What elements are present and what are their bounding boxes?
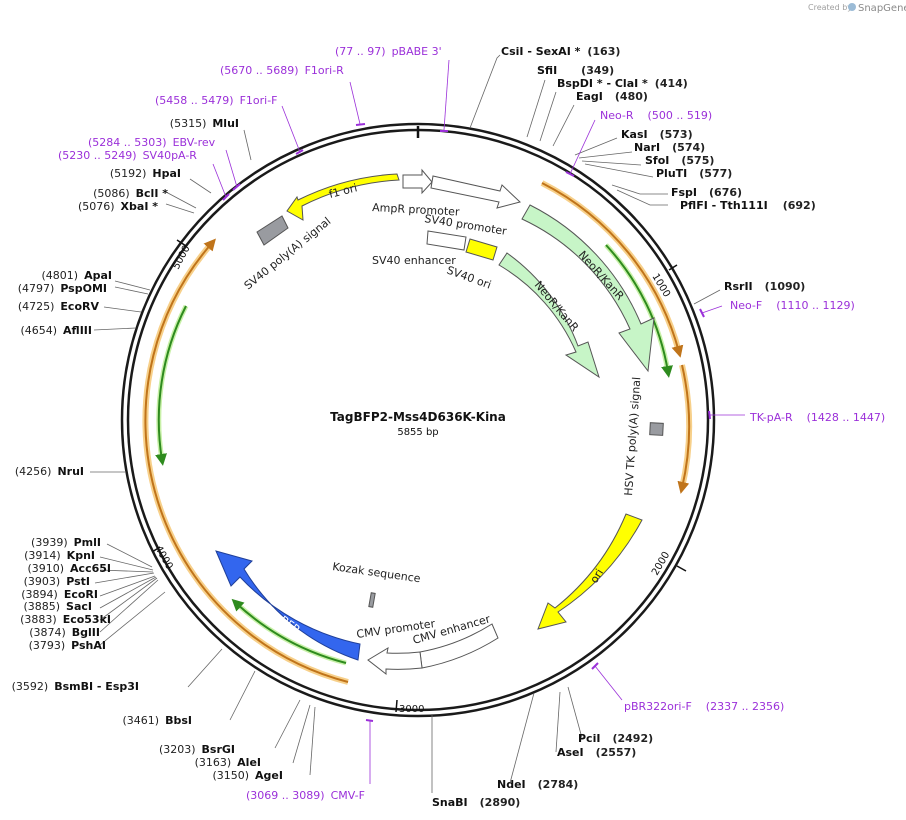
orf-arcs [142,180,693,685]
enzyme-psti: (3903)PstI [24,575,90,588]
enzyme-pshai: (3793)PshAI [29,639,106,652]
orf-neor-outer [541,182,684,358]
ori-label: ori [588,567,607,586]
enzyme-ndei: NdeI(2784) [497,778,578,791]
enzyme-agei: (3150)AgeI [212,769,283,782]
snapgene-brand-label: SnapGene [858,3,906,14]
feature-ampr-promoter: AmpR promoter [372,168,521,219]
neor-inner-label: NeoR/KanR [532,279,582,335]
primer-f1ori-f: (5458 .. 5479)F1ori-F [155,94,278,107]
enzyme-pmli: (3939)PmlI [31,536,101,549]
svg-text:3000: 3000 [399,704,424,715]
svg-text:5000: 5000 [171,244,193,272]
enzyme-bsmbi: (3592)BsmBI - Esp3I [12,680,139,693]
feature-kozak: Kozak sequence [332,560,422,608]
enzyme-bcli: (5086)BclI * [93,187,168,200]
snapgene-logo: SnapGene [848,3,906,14]
orf-tagbfp-inner [231,598,347,664]
primer-tk-pa-r: TK-pA-R(1428 .. 1447) [749,411,885,424]
primer-pbabe-3: (77 .. 97)pBABE 3' [335,45,442,58]
enzyme-eagi: EagI(480) [576,90,648,103]
enzyme-bglii: (3874)BglII [29,626,100,639]
sv40-enhancer-label: SV40 enhancer [372,254,456,267]
enzyme-nrui: (4256)NruI [15,465,84,478]
enzyme-saci: (3885)SacI [23,600,92,613]
feature-sv40-enhancer: SV40 enhancer [372,230,467,267]
enzyme-bsrgi: (3203)BsrGI [159,743,235,756]
orf-left-outer [144,238,349,683]
orf-left-outer-glow [142,241,349,685]
enzyme-ecori: (3894)EcoRI [21,588,98,601]
hsv-tk-polya-label: HSV TK poly(A) signal [622,376,643,496]
plasmid-size: 5855 bp [397,427,438,438]
enzyme-eco53ki: (3883)Eco53kI [20,613,111,626]
enzyme-labels-right: CsiI - SexAI *(163) SfiI(349) BspDI * - … [432,45,816,809]
feature-f1-ori: f1 ori [286,173,400,221]
enzyme-hpai: (5192)HpaI [110,167,181,180]
enzyme-kpni: (3914)KpnI [24,549,95,562]
enzyme-pcii: PciI(2492) [578,732,653,745]
primer-labels: (77 .. 97)pBABE 3' (5670 .. 5689)F1ori-R… [58,45,885,802]
enzyme-kasi: KasI(573) [621,128,693,141]
enzyme-fspi: FspI(676) [671,186,742,199]
feature-neor-inner: NeoR/KanR [498,252,600,379]
enzyme-nari: NarI(574) [634,141,705,154]
tick-5000: 5000 [171,239,193,272]
primer-cmv-f: (3069 .. 3089)CMV-F [246,789,365,802]
sv40-ori-label: SV40 ori [445,264,493,292]
enzyme-ecorv: (4725)EcoRV [18,300,100,313]
kozak-label: Kozak sequence [332,560,422,585]
snapgene-logo-icon [848,3,856,11]
enzyme-pspomi: (4797)PspOMI [18,282,107,295]
enzyme-sfoi: SfoI(575) [645,154,714,167]
enzyme-labels-left: (5315)MluI (5192)HpaI (5086)BclI * (5076… [12,117,283,782]
feature-sv40-polya: SV40 poly(A) signal [242,215,334,293]
tick-3000: 3000 [395,699,424,715]
enzyme-sfii: SfiI(349) [537,64,614,77]
ampr-promoter-label: AmpR promoter [372,201,460,219]
primer-pbr322ori-f: pBR322ori-F(2337 .. 2356) [624,700,784,713]
enzyme-leader-lines [90,54,721,793]
created-by-label: Created by [808,3,852,12]
enzyme-mlui: (5315)MluI [170,117,239,130]
primer-ebv-rev: (5284 .. 5303)EBV-rev [88,136,216,149]
enzyme-rsrii: RsrII(1090) [724,280,805,293]
primer-neo-r: Neo-R(500 .. 519) [600,109,712,122]
feature-hsv-tk-polya: HSV TK poly(A) signal [622,376,664,496]
orf-left-inner [155,305,187,466]
primer-neo-f: Neo-F(1110 .. 1129) [730,299,855,312]
enzyme-afliii: (4654)AflIII [20,324,92,337]
plasmid-name: TagBFP2-Mss4D636K-Kina [330,410,506,424]
primer-sv40pa-r: (5230 .. 5249)SV40pA-R [58,149,197,162]
plasmid-backbone [120,122,716,718]
enzyme-apai: (4801)ApaI [42,269,112,282]
enzyme-snabi: SnaBI(2890) [432,796,520,809]
orf-neor-inner [605,244,673,378]
feature-ori: ori [537,513,643,630]
enzyme-pflfi: PflFI - Tth111I(692) [680,199,816,212]
enzyme-alei: (3163)AleI [195,756,261,769]
enzyme-acc65i: (3910)Acc65I [27,562,111,575]
orf-tk [677,364,691,494]
primer-f1ori-r: (5670 .. 5689)F1ori-R [220,64,344,77]
enzyme-bbsi: (3461)BbsI [123,714,192,727]
f1-ori-label: f1 ori [328,181,359,201]
enzyme-pluti: PluTI(577) [656,167,732,180]
enzyme-asei: AseI(2557) [557,746,636,759]
enzyme-xbai: (5076)XbaI * [78,200,158,213]
enzyme-csii: CsiI - SexAI *(163) [501,45,620,58]
primer-leader-lines [212,59,745,784]
enzyme-bspdi: BspDI * - ClaI *(414) [557,77,688,90]
